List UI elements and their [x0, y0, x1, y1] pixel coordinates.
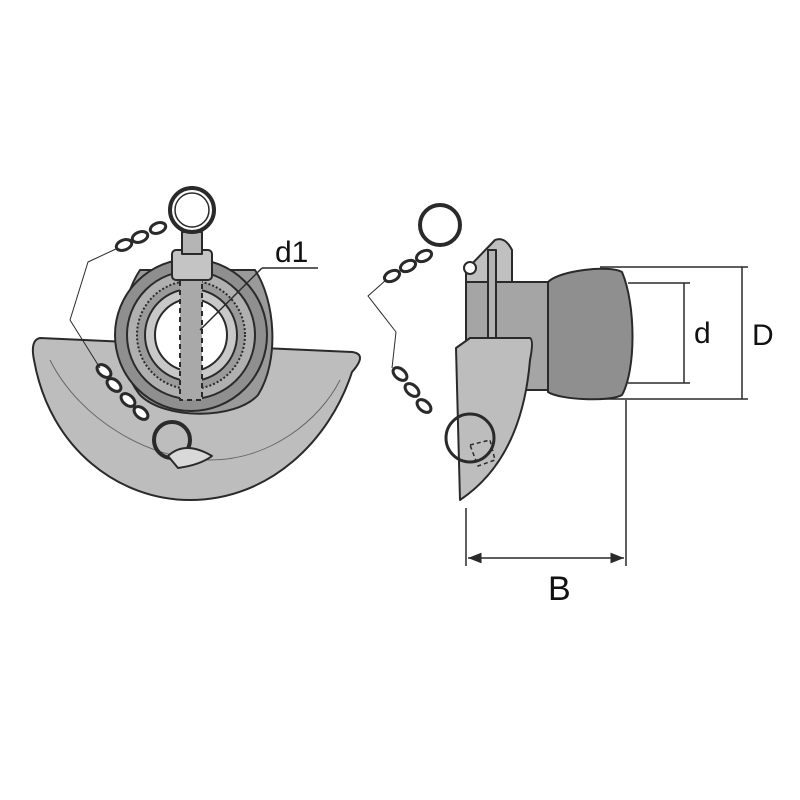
- lower-clip: [167, 447, 213, 469]
- front-chain-wire: [69, 247, 119, 369]
- side-ball: [547, 267, 634, 401]
- d1-leader: [199, 267, 263, 331]
- dimension-lines: [465, 266, 748, 566]
- top-ring-inner: [174, 192, 210, 228]
- pin-body: [179, 269, 203, 401]
- side-chain: [382, 248, 434, 414]
- label-d: d: [694, 317, 711, 350]
- side-view: [367, 203, 634, 501]
- guard-inner-arc: [49, 359, 341, 461]
- side-guard: [455, 337, 533, 501]
- side-top-ring: [418, 203, 462, 247]
- front-view: [31, 186, 361, 501]
- pin-top: [181, 231, 203, 255]
- front-chain: [95, 221, 168, 421]
- label-D: D: [752, 319, 774, 352]
- side-clip-dashed: [469, 439, 496, 467]
- top-ring: [168, 186, 216, 234]
- label-B: B: [548, 570, 571, 608]
- side-chain-wire: [367, 279, 397, 369]
- label-d1: d1: [275, 236, 308, 269]
- bracket-hole: [463, 261, 477, 275]
- side-ring: [444, 412, 496, 464]
